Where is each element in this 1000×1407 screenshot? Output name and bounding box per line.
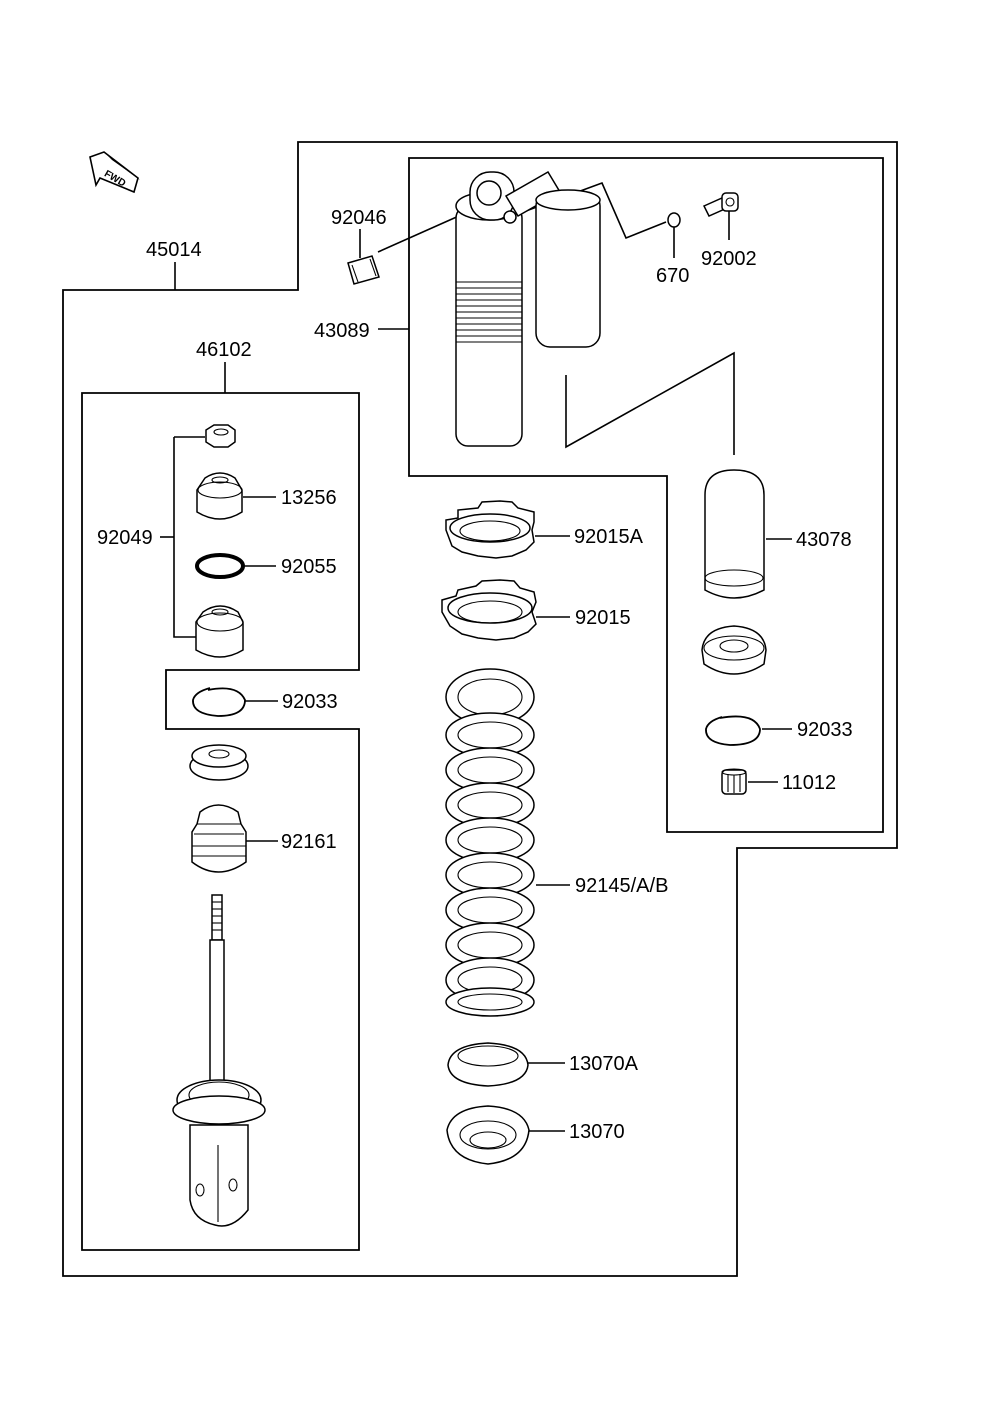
label-92046: 92046 — [331, 207, 387, 229]
label-670: 670 — [656, 265, 689, 287]
oring-92055-icon — [195, 553, 245, 579]
label-92033-right: 92033 — [797, 719, 853, 741]
part-labels: 45014 46102 92046 43089 670 92002 13256 … — [97, 207, 853, 1143]
label-13070A: 13070A — [569, 1053, 639, 1075]
assembly-outline-45014 — [62, 141, 898, 1277]
label-43078: 43078 — [796, 529, 852, 551]
label-13256: 13256 — [281, 487, 337, 509]
damper-rod-icon — [172, 894, 266, 1227]
cap-11012-icon — [721, 768, 747, 795]
assembly-outline-43089 — [408, 157, 884, 833]
bushing-13256-icon — [196, 472, 243, 520]
bump-stop-92161-icon — [191, 804, 247, 873]
bushing-lower-icon — [195, 605, 244, 658]
reservoir-cap-icon — [701, 625, 767, 675]
circlip-92033-right-icon — [705, 715, 761, 746]
label-92015: 92015 — [575, 607, 631, 629]
label-92161: 92161 — [281, 831, 337, 853]
spring-guide-13070A-icon — [447, 1042, 529, 1087]
label-92015A: 92015A — [574, 526, 644, 548]
assembly-outline-46102 — [81, 392, 360, 1251]
spring-nut-92015-icon — [441, 579, 537, 641]
circlip-92033-left-icon — [192, 687, 246, 717]
collar-icon — [189, 744, 249, 781]
coil-spring-92145-icon — [445, 668, 535, 1017]
spring-seat-13070-icon — [446, 1105, 530, 1165]
spring-nut-92015A-icon — [445, 500, 535, 559]
label-43089: 43089 — [314, 320, 370, 342]
oring-670-icon — [667, 212, 681, 228]
label-11012: 11012 — [782, 772, 836, 794]
label-13070: 13070 — [569, 1121, 625, 1143]
bolt-92002-icon — [702, 192, 739, 217]
nut-92049-icon — [205, 424, 236, 448]
shock-body-43089-icon — [455, 170, 601, 447]
label-92002: 92002 — [701, 248, 757, 270]
label-46102: 46102 — [196, 339, 252, 361]
label-92145-a-b: 92145/A/B — [575, 875, 668, 897]
reservoir-bladder-43078-icon — [704, 469, 765, 599]
leader-lines — [160, 181, 792, 1132]
label-92055: 92055 — [281, 556, 337, 578]
label-45014: 45014 — [146, 239, 202, 261]
bearing-92046-icon — [347, 255, 380, 285]
fwd-arrow-icon: FWD — [89, 151, 140, 194]
label-92049: 92049 — [97, 527, 153, 549]
label-92033-left: 92033 — [282, 691, 338, 713]
